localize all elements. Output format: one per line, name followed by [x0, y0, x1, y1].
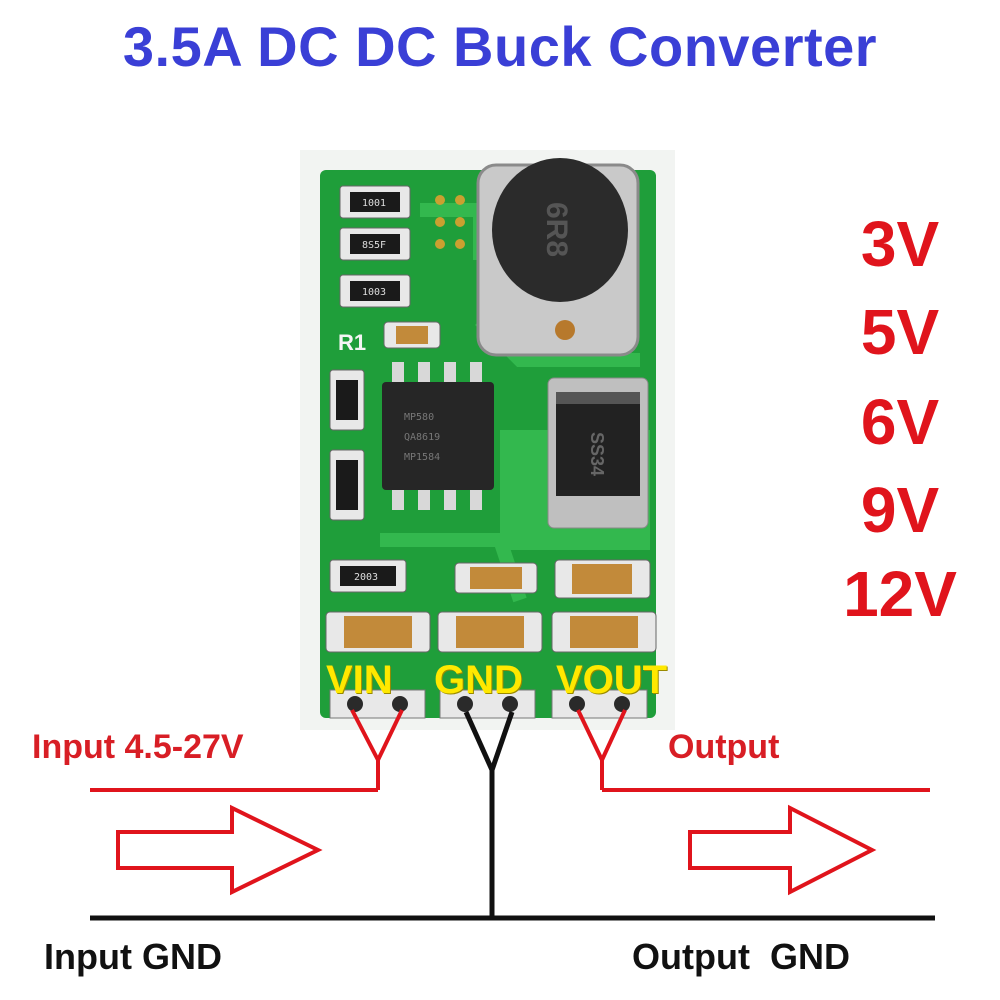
pin-label-vin: VIN: [326, 658, 393, 702]
voltage-option-12v: 12V: [843, 558, 957, 630]
output-arrow-icon: [688, 804, 877, 896]
ic-chip: MP580 QA8619 MP1584: [382, 362, 494, 510]
voltage-option-9v: 9V: [860, 474, 940, 546]
svg-text:1003: 1003: [362, 287, 386, 298]
pin-pads: [329, 689, 648, 719]
pin-label-gnd: GND: [434, 658, 523, 702]
pin-label-vout: VOUT: [556, 658, 668, 702]
page-title: 3.5A DC DC Buck Converter: [122, 15, 878, 78]
resistor-r-low: 1003: [339, 274, 411, 308]
resistor-vertical-lower: [329, 449, 365, 521]
via-holes: [435, 195, 465, 249]
inductor: 6R8: [476, 158, 640, 357]
output-label: Output: [668, 728, 780, 766]
silkscreen-r1: R1: [338, 330, 366, 355]
resistor-vertical-upper: [329, 369, 365, 431]
ground-wire: [90, 710, 935, 921]
output-wire: [576, 709, 930, 792]
capacitor-bottom-2: [437, 611, 543, 653]
input-arrow-icon: [116, 804, 323, 896]
svg-text:1001: 1001: [362, 198, 386, 209]
voltage-option-5v: 5V: [860, 296, 940, 368]
svg-text:QA8619: QA8619: [404, 432, 440, 443]
svg-text:MP580: MP580: [404, 412, 434, 423]
voltage-option-6v: 6V: [860, 386, 940, 458]
input-gnd-label: Input GND: [44, 936, 222, 977]
resistor-r-top: 1001: [339, 185, 411, 219]
input-voltage-label: Input 4.5-27V: [32, 728, 244, 766]
capacitor-right-top: [554, 559, 651, 599]
svg-text:SS34: SS34: [587, 432, 607, 476]
capacitor-mid: [454, 562, 538, 594]
diode: SS34: [547, 377, 649, 529]
input-wire: [90, 709, 404, 792]
resistor-r-mid: 8S5F: [339, 227, 411, 261]
output-gnd-label: Output GND: [632, 936, 850, 977]
svg-text:MP1584: MP1584: [404, 452, 440, 463]
svg-text:2003: 2003: [354, 572, 378, 583]
voltage-option-3v: 3V: [860, 208, 940, 280]
svg-text:8S5F: 8S5F: [362, 240, 386, 251]
capacitor-bottom-3: [551, 611, 657, 653]
resistor-bottom: 2003: [329, 559, 407, 593]
svg-text:6R8: 6R8: [540, 202, 573, 257]
capacitor-bottom-1: [325, 611, 431, 653]
